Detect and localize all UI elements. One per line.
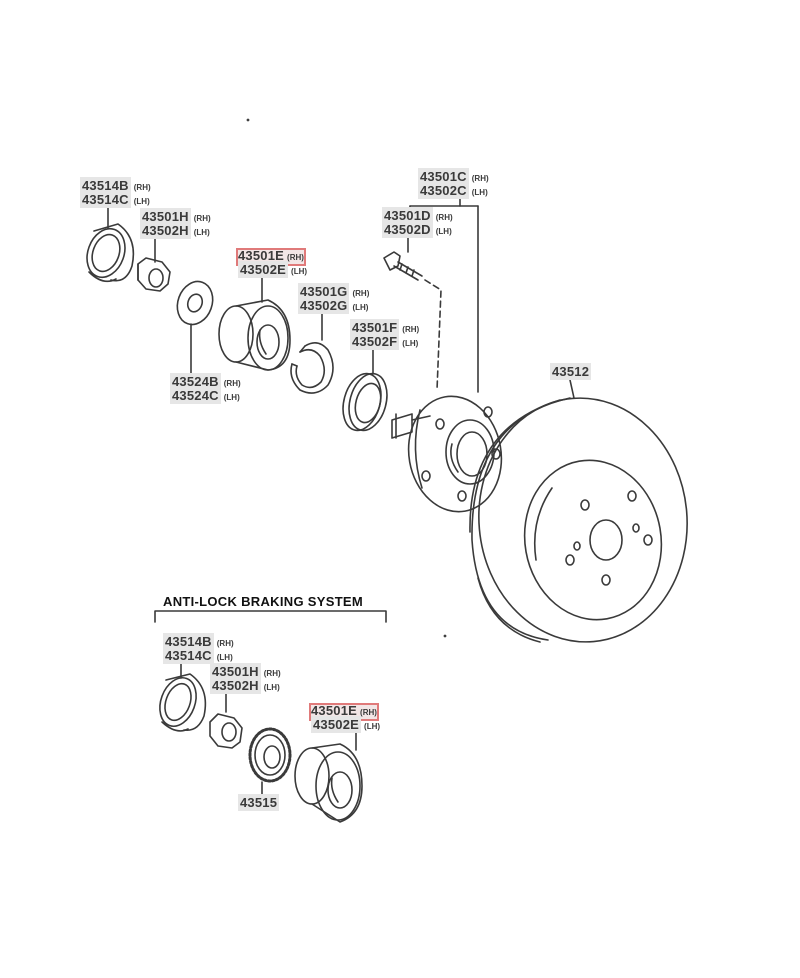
- grease-cap-part: [81, 223, 134, 282]
- label-43501c: 43501C(RH) 43502C(LH): [418, 168, 489, 199]
- part-number: 43502F: [350, 333, 400, 350]
- label-43524: 43524B(RH) 43524C(LH): [170, 373, 241, 404]
- brake-disc-rotor-part: [469, 389, 697, 650]
- part-number: 43514C: [80, 191, 131, 208]
- side-suffix: (RH): [352, 289, 370, 298]
- side-suffix: (LH): [402, 339, 419, 348]
- side-suffix: (LH): [223, 393, 240, 402]
- part-number: 43502E: [311, 716, 362, 733]
- part-number: 43512: [550, 363, 592, 380]
- abs-bearing-part: [295, 744, 362, 822]
- part-number: 43501H: [210, 663, 261, 680]
- side-suffix: (RH): [263, 669, 281, 678]
- part-number: 43502H: [140, 222, 191, 239]
- label-43501e: 43501E(RH) 43502E(LH): [236, 248, 308, 278]
- lock-nut-part: [138, 258, 170, 291]
- label-abs-43501e: 43501E(RH) 43502E(LH): [309, 703, 381, 733]
- part-number: 43502C: [418, 182, 469, 199]
- part-number: 43514C: [163, 647, 214, 664]
- oil-seal-part: [337, 369, 393, 434]
- label-43501h: 43501H(RH) 43502H(LH): [140, 208, 211, 239]
- side-suffix: (LH): [471, 188, 488, 197]
- part-number: 43501D: [382, 207, 433, 224]
- part-number: 43502D: [382, 221, 433, 238]
- side-suffix: (RH): [360, 708, 377, 717]
- part-number: 43514B: [163, 633, 214, 650]
- side-suffix: (LH): [291, 267, 308, 276]
- part-number: 43502G: [298, 297, 350, 314]
- label-abs-43501h: 43501H(RH) 43502H(LH): [210, 663, 281, 694]
- abs-section-title: ANTI-LOCK BRAKING SYSTEM: [163, 594, 364, 609]
- outer-bearing-part: [219, 300, 290, 370]
- side-suffix: (RH): [402, 325, 420, 334]
- label-43501f: 43501F(RH) 43502F(LH): [350, 319, 420, 350]
- part-number-highlighted: 43501E: [311, 703, 358, 718]
- side-suffix: (RH): [435, 213, 453, 222]
- side-suffix: (LH): [364, 722, 381, 731]
- axle-hub-part: [392, 389, 510, 519]
- side-suffix: (LH): [133, 197, 150, 206]
- snap-ring-part: [291, 343, 333, 393]
- side-suffix: (LH): [263, 683, 280, 692]
- part-number: 43524B: [170, 373, 221, 390]
- side-suffix: (RH): [223, 379, 241, 388]
- side-suffix: (RH): [471, 174, 489, 183]
- part-number: 43514B: [80, 177, 131, 194]
- washer-part: [172, 277, 219, 330]
- side-suffix: (RH): [287, 253, 304, 262]
- label-43512: 43512: [550, 363, 592, 380]
- abs-grease-cap-part: [153, 673, 205, 732]
- part-number: 43501G: [298, 283, 350, 300]
- label-abs-43514: 43514B(RH) 43514C(LH): [163, 633, 234, 664]
- side-suffix: (LH): [193, 228, 210, 237]
- side-suffix: (RH): [193, 214, 211, 223]
- part-number: 43501H: [140, 208, 191, 225]
- label-abs-43515: 43515: [238, 794, 280, 811]
- part-number: 43502H: [210, 677, 261, 694]
- label-43501g: 43501G(RH) 43502G(LH): [298, 283, 370, 314]
- part-number: 43501F: [350, 319, 400, 336]
- part-number: 43524C: [170, 387, 221, 404]
- part-number: 43515: [238, 794, 280, 811]
- label-43501d: 43501D(RH) 43502D(LH): [382, 207, 453, 238]
- label-43514: 43514B(RH) 43514C(LH): [80, 177, 151, 208]
- side-suffix: (RH): [133, 183, 151, 192]
- side-suffix: (LH): [216, 653, 233, 662]
- abs-lock-nut-part: [210, 714, 242, 748]
- part-number: 43501C: [418, 168, 469, 185]
- hub-bolt-part: [384, 252, 422, 280]
- part-number: 43502E: [238, 261, 289, 278]
- part-number-highlighted: 43501E: [238, 248, 285, 263]
- side-suffix: (LH): [352, 303, 369, 312]
- side-suffix: (RH): [216, 639, 234, 648]
- side-suffix: (LH): [435, 227, 452, 236]
- abs-sensor-rotor-part: [250, 729, 290, 781]
